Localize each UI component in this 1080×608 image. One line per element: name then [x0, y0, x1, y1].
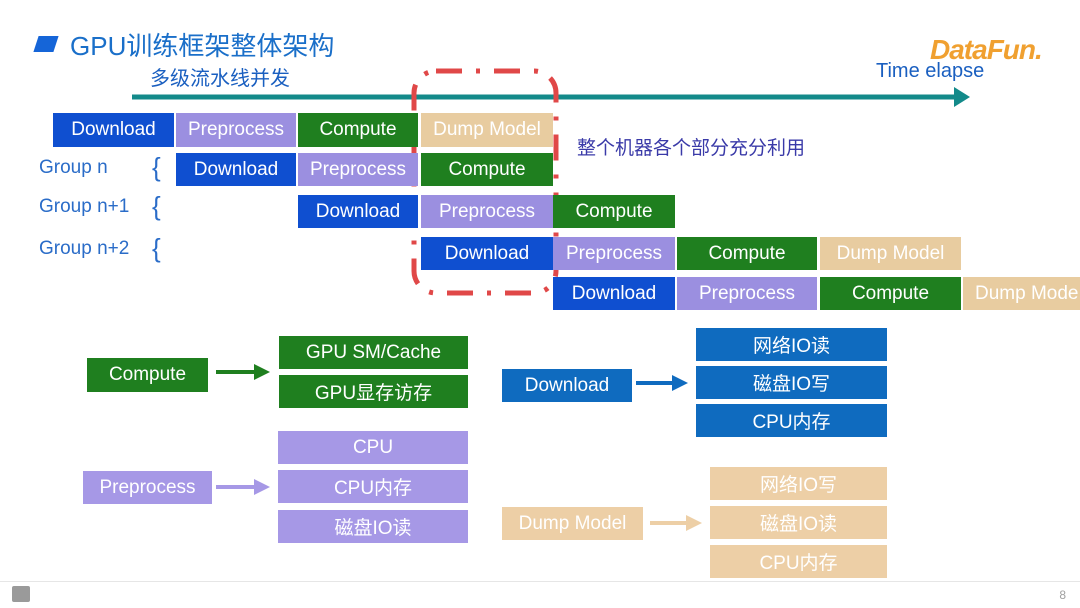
highlight-note: 整个机器各个部分充分利用 — [577, 138, 806, 159]
group-n-download: Download — [176, 153, 296, 186]
row0-compute: Compute — [298, 113, 418, 147]
group-n-compute: Compute — [421, 153, 553, 186]
legend-download-item: CPU内存 — [696, 404, 887, 437]
legend-compute-item: GPU SM/Cache — [279, 336, 468, 369]
group-n2-compute: Compute — [677, 237, 817, 270]
group-n1-download: Download — [298, 195, 418, 228]
legend-compute-item: GPU显存访存 — [279, 375, 468, 408]
group-n2-dump-model: Dump Model — [820, 237, 961, 270]
group-n1-brace: { — [152, 191, 161, 221]
group-n2-preprocess: Preprocess — [553, 237, 675, 270]
row4-compute: Compute — [820, 277, 961, 310]
legend-dump-item: 网络IO写 — [710, 467, 887, 500]
legend-preprocess-item: 磁盘IO读 — [278, 510, 468, 543]
group-n-label: Group n — [39, 157, 108, 178]
legend-dump-item: 磁盘IO读 — [710, 506, 887, 539]
legend-preprocess-item: CPU内存 — [278, 470, 468, 503]
group-n1-compute: Compute — [553, 195, 675, 228]
row4-download: Download — [553, 277, 675, 310]
page-subtitle: 多级流水线并发 — [150, 68, 290, 90]
row4-preprocess: Preprocess — [677, 277, 817, 310]
group-n-preprocess: Preprocess — [298, 153, 418, 186]
page-number: 8 — [1059, 588, 1066, 602]
group-n1-preprocess: Preprocess — [421, 195, 553, 228]
legend-dump-label: Dump Model — [502, 507, 643, 540]
legend-preprocess-item: CPU — [278, 431, 468, 464]
legend-dump-item: CPU内存 — [710, 545, 887, 578]
preprocess-arrow-head — [254, 479, 270, 495]
legend-download-item: 磁盘IO写 — [696, 366, 887, 399]
group-n-brace: { — [152, 152, 161, 182]
group-n2-download: Download — [421, 237, 553, 270]
time-elapse-label: Time elapse — [876, 60, 985, 82]
legend-download-label: Download — [502, 369, 632, 402]
legend-compute-label: Compute — [87, 358, 208, 392]
timeline-arrow-head — [954, 87, 970, 107]
footer-logo-icon — [12, 586, 30, 602]
row0-download: Download — [53, 113, 174, 147]
page-title: GPU训练框架整体架构 — [70, 31, 335, 61]
datafun-logo: DataFun. — [930, 34, 1043, 65]
download-arrow-head — [672, 375, 688, 391]
row0-preprocess: Preprocess — [176, 113, 296, 147]
row0-dump-model: Dump Model — [421, 113, 553, 147]
legend-preprocess-label: Preprocess — [83, 471, 212, 504]
group-n2-brace: { — [152, 233, 161, 263]
compute-arrow-head — [254, 364, 270, 380]
row4-dump-model: Dump Mode — [963, 277, 1080, 310]
group-n1-label: Group n+1 — [39, 196, 130, 217]
footer-divider — [0, 581, 1080, 582]
legend-download-item: 网络IO读 — [696, 328, 887, 361]
dump-arrow-head — [686, 515, 702, 531]
group-n2-label: Group n+2 — [39, 238, 130, 259]
